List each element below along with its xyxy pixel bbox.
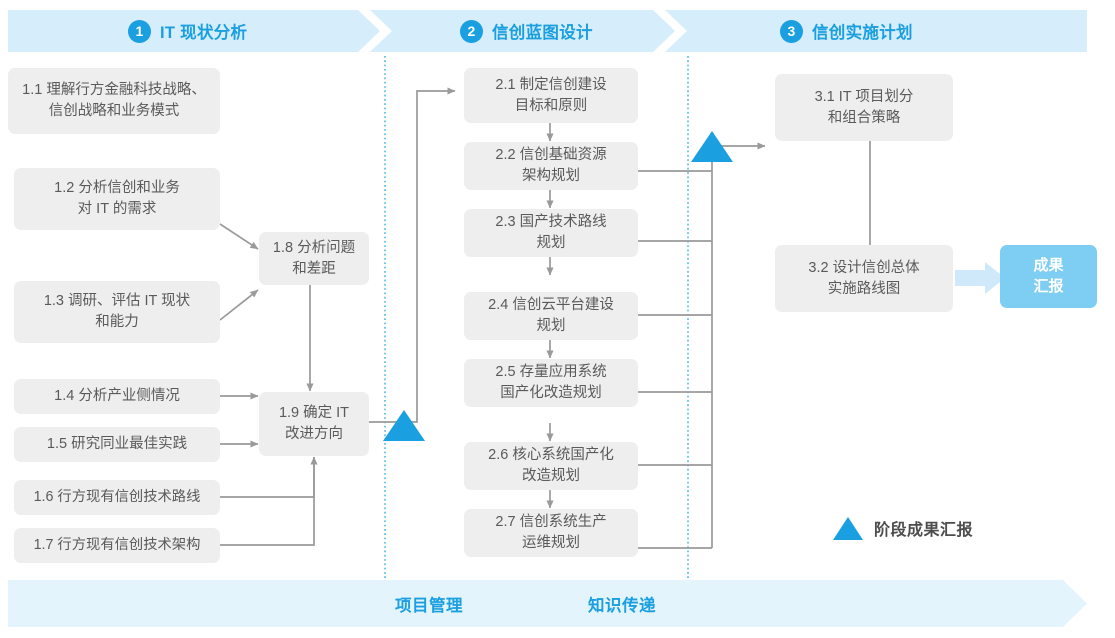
phase-title-3: 信创实施计划 (812, 24, 913, 42)
phase-band-2 (392, 10, 687, 52)
phase-number-2: 2 (460, 19, 483, 43)
phase-label-3: 3 信创实施计划 (780, 10, 913, 52)
phase-band-1 (8, 10, 392, 52)
result-chip[interactable]: 成果汇报 (1000, 245, 1097, 308)
task-box-3-1[interactable]: 3.1 IT 项目划分和组合策略 (775, 74, 953, 141)
task-box-1-7[interactable]: 1.7 行方现有信创技术架构 (14, 528, 220, 563)
phase-label-2: 2 信创蓝图设计 (460, 10, 593, 52)
phase-title-2: 信创蓝图设计 (492, 24, 593, 42)
task-box-1-8[interactable]: 1.8 分析问题和差距 (259, 232, 369, 285)
bottom-label-project-management: 项目管理 (395, 596, 463, 615)
task-box-1-2[interactable]: 1.2 分析信创和业务对 IT 的需求 (14, 168, 220, 230)
task-box-1-3[interactable]: 1.3 调研、评估 IT 现状和能力 (14, 281, 220, 343)
phase-label-1: 1 IT 现状分析 (128, 10, 247, 52)
task-box-2-3[interactable]: 2.3 国产技术路线规划 (464, 209, 638, 257)
result-arrow (955, 262, 1005, 294)
task-box-1-6[interactable]: 1.6 行方现有信创技术路线 (14, 480, 220, 515)
task-box-1-5[interactable]: 1.5 研究同业最佳实践 (14, 427, 220, 462)
phase-band-3 (687, 10, 1087, 52)
phase-number-1: 1 (128, 19, 151, 43)
task-box-2-7[interactable]: 2.7 信创系统生产运维规划 (464, 509, 638, 557)
phase-number-3: 3 (780, 19, 803, 43)
task-box-2-1[interactable]: 2.1 制定信创建设目标和原则 (464, 68, 638, 123)
legend-label: 阶段成果汇报 (874, 522, 974, 539)
task-box-3-2[interactable]: 3.2 设计信创总体实施路线图 (775, 245, 953, 312)
bottom-label-knowledge-transfer: 知识传递 (588, 596, 656, 615)
task-box-2-6[interactable]: 2.6 核心系统国产化改造规划 (464, 442, 638, 490)
task-box-2-5[interactable]: 2.5 存量应用系统国产化改造规划 (464, 359, 638, 407)
triangle-up-icon (833, 516, 863, 540)
task-box-1-1[interactable]: 1.1 理解行方金融科技战略、信创战略和业务模式 (8, 68, 220, 134)
phase-title-1: IT 现状分析 (160, 24, 248, 42)
milestone-triangle-phase1 (383, 410, 425, 441)
legend-milestone: 阶段成果汇报 (833, 516, 973, 540)
task-box-2-4[interactable]: 2.4 信创云平台建设规划 (464, 292, 638, 340)
task-box-1-4[interactable]: 1.4 分析产业侧情况 (14, 379, 220, 414)
milestone-triangle-phase2 (691, 131, 733, 162)
task-box-2-2[interactable]: 2.2 信创基础资源架构规划 (464, 142, 638, 190)
